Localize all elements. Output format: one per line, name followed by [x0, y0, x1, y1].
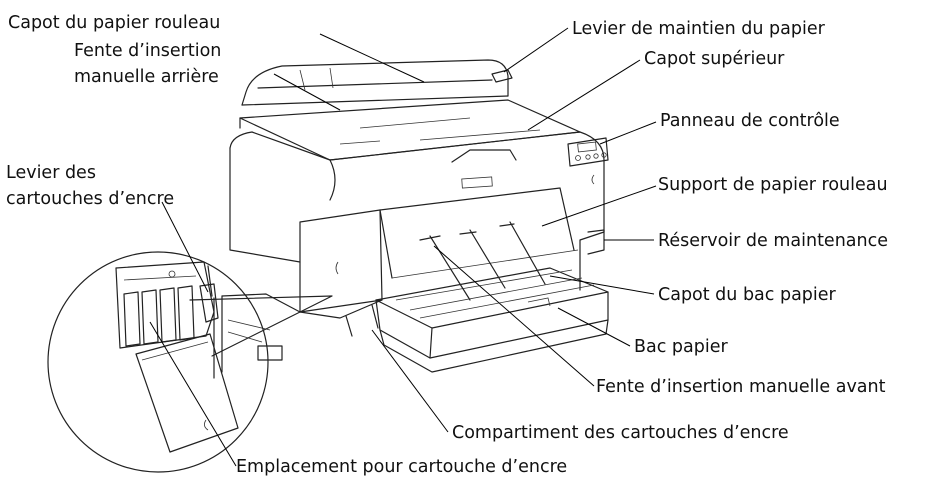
label-ink-slot: Emplacement pour cartouche d’encre [236, 457, 567, 477]
leader-ink-compartment [371, 329, 449, 433]
callout-wedge [189, 295, 333, 357]
label-paper-tray-cover: Capot du bac papier [658, 285, 837, 305]
label-rear-manual-feed-line2: manuelle arrière [74, 67, 219, 87]
leader-ink-lever [161, 201, 209, 293]
leader-front-manual-feed [433, 245, 595, 387]
label-roll-paper-cover: Capot du papier rouleau [8, 13, 220, 33]
label-control-panel: Panneau de contrôle [660, 111, 840, 131]
leader-rear-manual-feed [273, 73, 341, 111]
leader-paper-set-lever [503, 27, 569, 73]
label-front-manual-feed: Fente d’insertion manuelle avant [596, 377, 886, 397]
leader-ink-slot [149, 321, 237, 467]
leader-paper-tray [557, 307, 631, 347]
paper-tray-art [375, 291, 609, 373]
leader-control-panel [599, 121, 657, 145]
leader-lines [149, 27, 657, 467]
label-maintenance-tank: Réservoir de maintenance [658, 231, 888, 251]
background-edge-art [213, 293, 301, 379]
label-ink-lever-line1: Levier des [6, 163, 96, 183]
maintenance-tank-art [587, 229, 605, 255]
labels: Capot du papier rouleau Fente d’insertio… [6, 13, 888, 477]
label-paper-set-lever: Levier de maintien du papier [572, 19, 826, 39]
paper-set-lever-art [491, 69, 513, 83]
leader-paper-tray-cover [549, 275, 655, 295]
zoom-circle [47, 251, 269, 473]
leader-roll-paper-holder [541, 185, 657, 227]
label-roll-paper-holder: Support de papier rouleau [658, 175, 888, 195]
leader-roll-paper-cover [319, 33, 425, 83]
roll-paper-cover-art [241, 59, 509, 106]
label-rear-manual-feed-line1: Fente d’insertion [74, 41, 221, 61]
ink-compartment-art [299, 209, 383, 337]
control-panel-art [567, 137, 609, 185]
label-ink-lever-line2: cartouches d’encre [6, 189, 174, 209]
leader-top-cover [527, 59, 641, 131]
label-top-cover: Capot supérieur [644, 49, 785, 69]
printer-body-art [229, 131, 605, 291]
label-paper-tray: Bac papier [634, 337, 728, 357]
printer-illustration [47, 59, 609, 473]
label-ink-compartment: Compartiment des cartouches d’encre [452, 423, 789, 443]
